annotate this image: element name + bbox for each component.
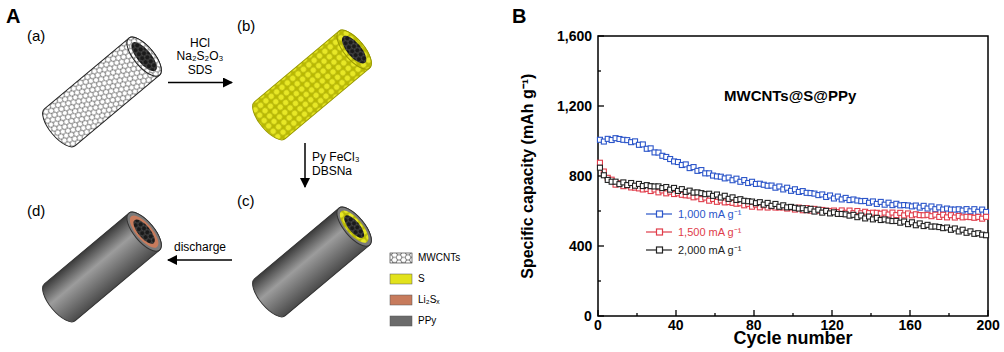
reagent-label: Py FeCl₃ DBSNa: [312, 151, 364, 179]
tick-label: 80: [746, 317, 762, 333]
tick-label: 800: [569, 168, 592, 184]
tick-label: 200: [977, 317, 1000, 333]
panel-letter: A: [6, 5, 20, 28]
legend-icon: [390, 253, 412, 263]
stage-label: (c): [237, 192, 255, 209]
legend-text: PPy: [418, 315, 436, 327]
data-series: [597, 136, 988, 238]
reagent-label: discharge: [163, 241, 237, 255]
legend-swatch: [390, 295, 412, 305]
axis-ticks: [598, 36, 988, 316]
legend-swatch: [390, 316, 412, 326]
nanotube-stage: (c): [235, 190, 375, 320]
panel-letter: B: [512, 5, 526, 28]
tick-label: 1,200: [557, 98, 592, 114]
process-arrow: [168, 259, 232, 261]
legend-text: MWCNTs: [418, 252, 460, 264]
tick-label: 400: [569, 238, 592, 254]
axis-title: Specific capacity (mAh g⁻¹): [519, 74, 537, 279]
tick-label: 40: [668, 317, 684, 333]
stage-label: (b): [237, 17, 255, 34]
stage-label: (a): [27, 27, 45, 44]
nanotube: [37, 207, 167, 327]
process-arrow: [304, 143, 306, 187]
nanotube: [37, 32, 167, 152]
legend-swatch: [390, 274, 412, 284]
tick-label: 0: [594, 317, 602, 333]
tick-label: 160: [899, 317, 922, 333]
reagent-label: HCl Na₂S₂O₃ SDS: [167, 37, 233, 78]
tick-label: 120: [821, 317, 844, 333]
nanotube: [247, 202, 377, 322]
nanotube: [247, 25, 377, 145]
legend-sample: [646, 229, 672, 235]
legend-text: 1,000 mA g⁻¹: [678, 208, 741, 221]
legend-text: Li₂Sₓ: [418, 294, 440, 306]
chart-title: MWCNTs@S@PPy: [724, 87, 856, 104]
legend-sample: [646, 247, 672, 253]
nanotube-stage: (d): [25, 200, 165, 320]
legend-text: 1,500 mA g⁻¹: [678, 226, 741, 239]
legend-sample: [646, 211, 672, 217]
nanotube-stage: (b): [235, 15, 375, 140]
tick-label: 0: [584, 308, 592, 324]
stage-label: (d): [27, 202, 45, 219]
plot-frame: [598, 36, 988, 316]
nanotube-stage: (a): [25, 25, 165, 150]
tick-label: 1,600: [557, 28, 592, 44]
legend-text: 2,000 mA g⁻¹: [678, 244, 741, 257]
process-arrow: [168, 82, 232, 84]
legend-text: S: [418, 273, 425, 285]
